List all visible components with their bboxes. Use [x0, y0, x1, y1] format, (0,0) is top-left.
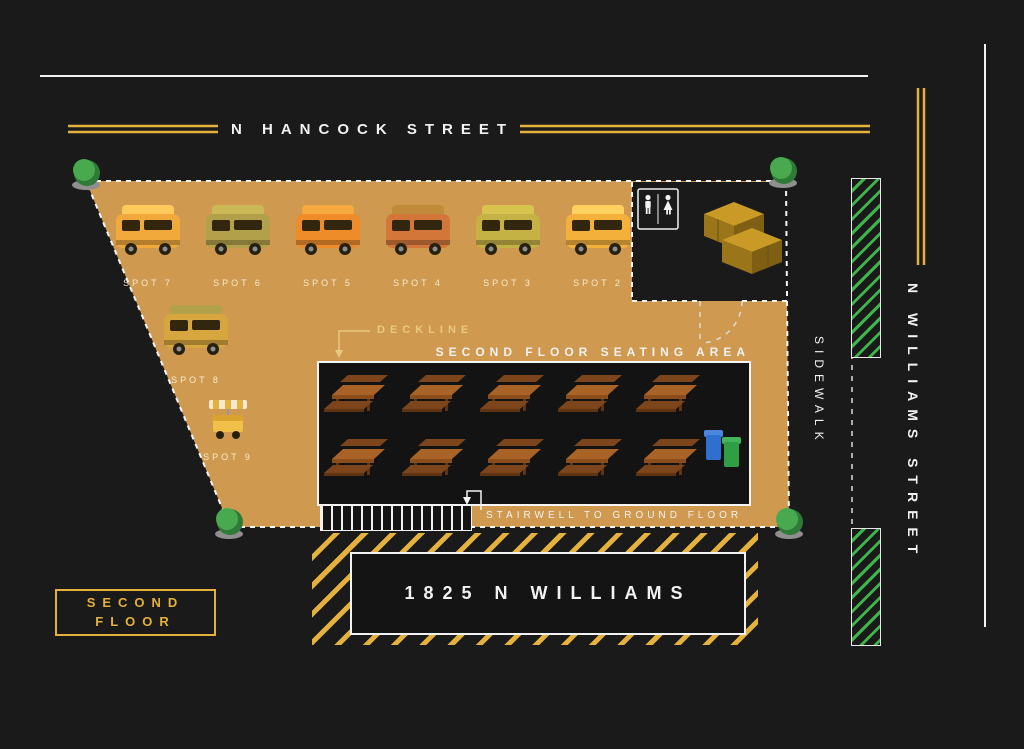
spot-label-4: SPOT 4 [393, 278, 443, 288]
food-cart-icon [296, 205, 360, 255]
spot-label-6: SPOT 6 [213, 278, 263, 288]
tree-icon [775, 508, 803, 539]
hancock-street-centerlines [68, 124, 870, 134]
spot-label-9: SPOT 9 [203, 452, 253, 462]
floor-badge-line1: SECOND [86, 594, 185, 610]
spot-label-7: SPOT 7 [123, 278, 173, 288]
food-cart-icon [476, 205, 540, 255]
planting-strip-hatch [851, 528, 881, 646]
restroom-icon [637, 188, 679, 230]
food-cart-icon [386, 205, 450, 255]
arrow-down-icon [463, 497, 471, 505]
planting-strip-hatch [851, 178, 881, 358]
food-cart-icon [164, 305, 228, 355]
spot-label-2: SPOT 2 [573, 278, 623, 288]
spot-label-5: SPOT 5 [303, 278, 353, 288]
spot-label-3: SPOT 3 [483, 278, 533, 288]
floor-badge-line2: FLOOR [95, 613, 176, 629]
stairwell-label: STAIRWELL TO GROUND FLOOR [486, 510, 743, 521]
deckline-arrow [335, 330, 370, 358]
spot-label-8: SPOT 8 [171, 375, 221, 385]
stairs-icon [320, 505, 472, 531]
tree-icon [215, 508, 243, 539]
deckline-label: DECKLINE [377, 324, 474, 336]
building-address-label: 1825 N WILLIAMS [404, 583, 692, 603]
recycling-bin-icon [704, 430, 741, 467]
tree-icon [72, 159, 100, 190]
williams-street-centerlines [916, 88, 926, 265]
storage-container-icon [722, 228, 782, 274]
floor-badge: SECOND FLOOR [55, 589, 216, 636]
food-cart-icon [206, 205, 270, 255]
door-swing-arc [699, 300, 743, 344]
seating-area-label: SECOND FLOOR SEATING AREA [435, 345, 750, 359]
building-address-box: 1825 N WILLIAMS [350, 552, 746, 635]
tree-icon [769, 157, 797, 188]
sidewalk-label: SIDEWALK [812, 336, 826, 446]
vendor-cart-icon [209, 400, 247, 439]
seating-area [317, 361, 751, 506]
street-label-williams: N WILLIAMS STREET [905, 283, 921, 562]
food-cart-icon [566, 205, 630, 255]
street-label-hancock: N HANCOCK STREET [230, 121, 514, 138]
stairwell-arrow [463, 490, 482, 510]
food-cart-icon [116, 205, 180, 255]
arrow-down-icon [335, 350, 343, 358]
